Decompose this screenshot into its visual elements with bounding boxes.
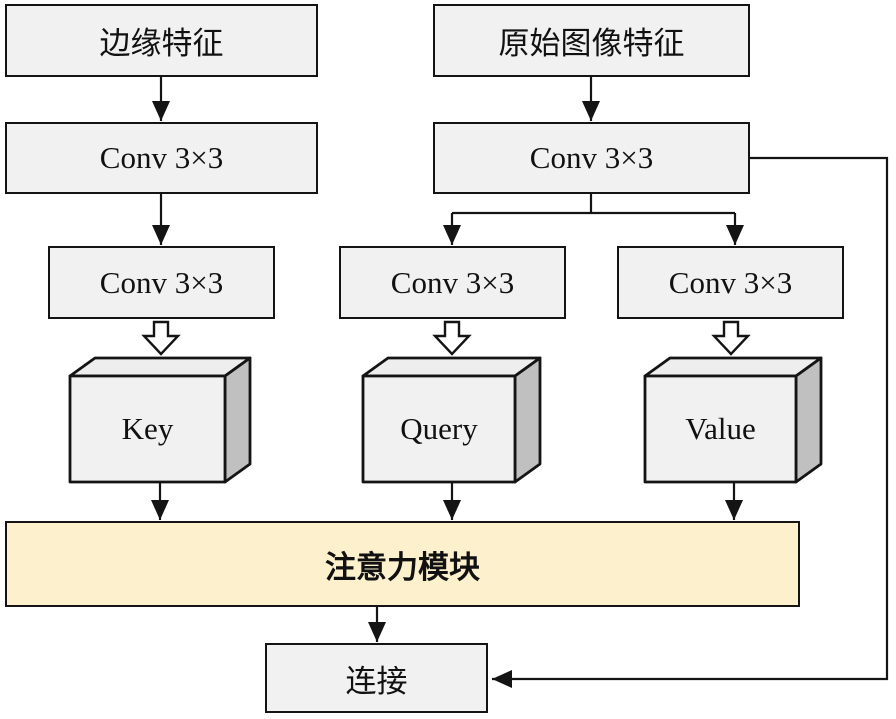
conv-key-box: Conv 3×3 xyxy=(48,246,275,319)
attention-module-box: 注意力模块 xyxy=(5,521,800,607)
value-cube-label: Value xyxy=(685,411,756,446)
skip-connection-line xyxy=(492,156,889,688)
key-cube-label: Key xyxy=(121,411,174,446)
hollow-arrow-value-icon xyxy=(711,320,751,356)
conv-query-label: Conv 3×3 xyxy=(390,264,515,300)
edge-features-box: 边缘特征 xyxy=(5,4,318,77)
key-cube xyxy=(68,356,252,484)
conv-raw-1-label: Conv 3×3 xyxy=(529,140,654,175)
query-cube-label: Query xyxy=(400,411,478,446)
conv-value-box: Conv 3×3 xyxy=(617,246,844,319)
raw-image-features-label: 原始图像特征 xyxy=(498,26,685,61)
conv-edge-1-label: Conv 3×3 xyxy=(99,140,224,175)
concat-label: 连接 xyxy=(345,663,408,699)
query-cube xyxy=(361,356,542,484)
branch-split-line xyxy=(452,194,735,215)
conv-key-label: Conv 3×3 xyxy=(99,264,224,300)
raw-image-features-box: 原始图像特征 xyxy=(433,4,750,77)
concat-box: 连接 xyxy=(265,643,488,713)
conv-raw-1-box: Conv 3×3 xyxy=(433,122,750,194)
conv-query-box: Conv 3×3 xyxy=(339,246,566,319)
attention-module-label: 注意力模块 xyxy=(325,549,480,585)
value-cube xyxy=(643,356,823,484)
edge-features-label: 边缘特征 xyxy=(99,26,224,61)
hollow-arrow-key-icon xyxy=(141,320,181,356)
conv-edge-1-box: Conv 3×3 xyxy=(5,122,318,194)
hollow-arrow-query-icon xyxy=(432,320,472,356)
conv-value-label: Conv 3×3 xyxy=(668,264,793,300)
